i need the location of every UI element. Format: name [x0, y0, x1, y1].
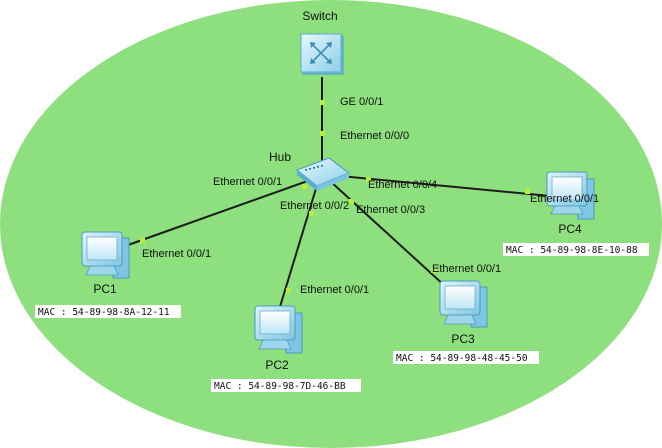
link-hub-pc2 [278, 181, 319, 311]
hub-device[interactable]: Hub [269, 150, 351, 191]
port-label-hub-e000: Ethernet 0/0/0 [340, 130, 409, 142]
port-label-hub-e002: Ethernet 0/0/2 [280, 200, 349, 212]
pc-icon [254, 305, 303, 354]
pc4-mac-label: MAC : 54-89-98-8E-10-88 [506, 245, 638, 256]
pc3-device[interactable]: PC3 MAC : 54-89-98-48-45-50 [393, 280, 539, 364]
pc1-mac-box [35, 305, 181, 318]
link-hub-pc1 [127, 177, 317, 246]
port-dot-pc3-e001 [431, 268, 436, 273]
pc3-name-label: PC3 [451, 332, 475, 346]
switch-device[interactable]: Switch [300, 9, 344, 75]
port-dot-hub-e000 [320, 131, 325, 136]
switch-name-label: Switch [302, 9, 337, 23]
pc2-mac-box [211, 379, 361, 392]
pc4-device[interactable]: PC4 MAC : 54-89-98-8E-10-88 [503, 171, 649, 256]
port-dot-switch-ge001 [320, 100, 325, 105]
port-dot-hub-e002 [309, 211, 314, 216]
port-dot-pc1-e001 [140, 238, 145, 243]
pc1-device[interactable]: PC1 MAC : 54-89-98-8A-12-11 [35, 231, 181, 318]
hub-name-label: Hub [269, 150, 291, 164]
pc4-mac-box [503, 243, 649, 256]
switch-icon [300, 33, 344, 75]
port-dot-hub-e003 [349, 199, 354, 204]
port-label-hub-e001: Ethernet 0/0/1 [213, 176, 282, 188]
pc3-mac-label: MAC : 54-89-98-48-45-50 [396, 353, 528, 364]
pc2-mac-label: MAC : 54-89-98-7D-46-BB [214, 381, 346, 392]
hub-icon [296, 157, 351, 191]
port-label-pc3-e001: Ethernet 0/0/1 [432, 263, 501, 275]
port-label-hub-e004: Ethernet 0/0/4 [368, 179, 437, 191]
link-hub-pc4 [339, 175, 551, 197]
pc4-name-label: PC4 [558, 222, 582, 236]
port-dot-hub-e001 [302, 184, 307, 189]
pc-icon [439, 280, 488, 328]
port-dot-pc4-e001 [525, 189, 530, 194]
port-label-hub-e003: Ethernet 0/0/3 [356, 204, 425, 216]
port-dot-hub-e004 [366, 177, 371, 182]
pc1-mac-label: MAC : 54-89-98-8A-12-11 [38, 307, 170, 318]
pc-icon [546, 171, 595, 220]
port-dot-pc2-e001 [286, 288, 291, 293]
pc3-mac-box [393, 351, 539, 364]
port-label-switch-ge001: GE 0/0/1 [340, 96, 383, 108]
pc2-name-label: PC2 [265, 358, 289, 372]
pc-icon [81, 231, 130, 279]
pc2-device[interactable]: PC2 MAC : 54-89-98-7D-46-BB [211, 305, 361, 392]
port-label-pc1-e001: Ethernet 0/0/1 [142, 248, 211, 260]
port-label-pc4-e001: Ethernet 0/0/1 [530, 193, 599, 205]
link-hub-pc3 [329, 180, 446, 287]
port-label-pc2-e001: Ethernet 0/0/1 [300, 284, 369, 296]
pc1-name-label: PC1 [93, 282, 117, 296]
